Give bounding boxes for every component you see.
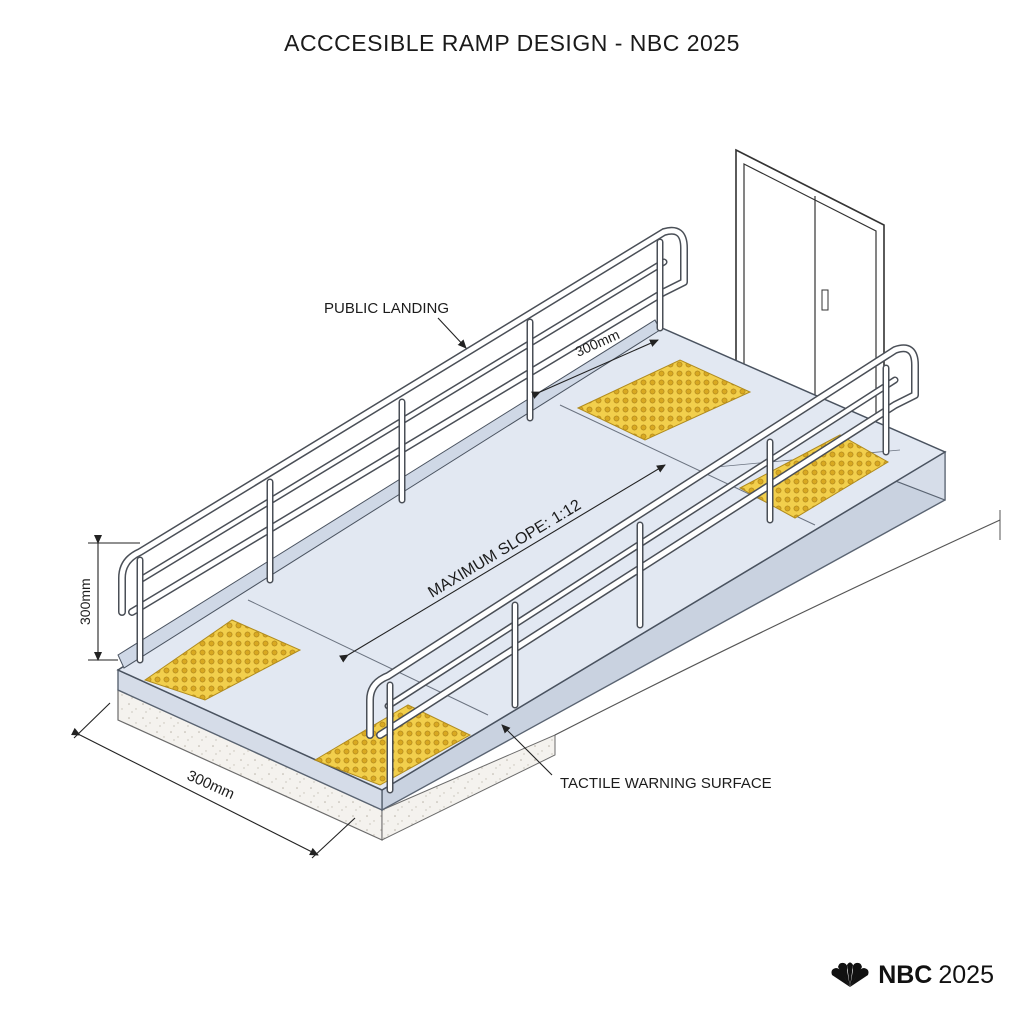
tactile-pad-upper-right — [738, 434, 889, 519]
public-landing-label: PUBLIC LANDING — [324, 300, 449, 317]
brand-year: 2025 — [938, 960, 994, 989]
peacock-logo-icon — [831, 962, 869, 987]
ground-slope-line — [554, 510, 1001, 736]
brand-footer: NBC 2025 — [828, 960, 994, 990]
brand-name: NBC — [878, 960, 933, 989]
left-dimension-label: 300mm — [77, 578, 93, 625]
page-title: ACCCESIBLE RAMP DESIGN - NBC 2025 — [284, 30, 740, 56]
bottom-dimension-label: 300mm — [184, 767, 237, 803]
tactile-pad-lower-left — [143, 619, 302, 701]
dimension-lines — [71, 317, 666, 859]
tactile-warning-label: TACTILE WARNING SURFACE — [560, 775, 772, 792]
left-handrail — [118, 226, 688, 664]
